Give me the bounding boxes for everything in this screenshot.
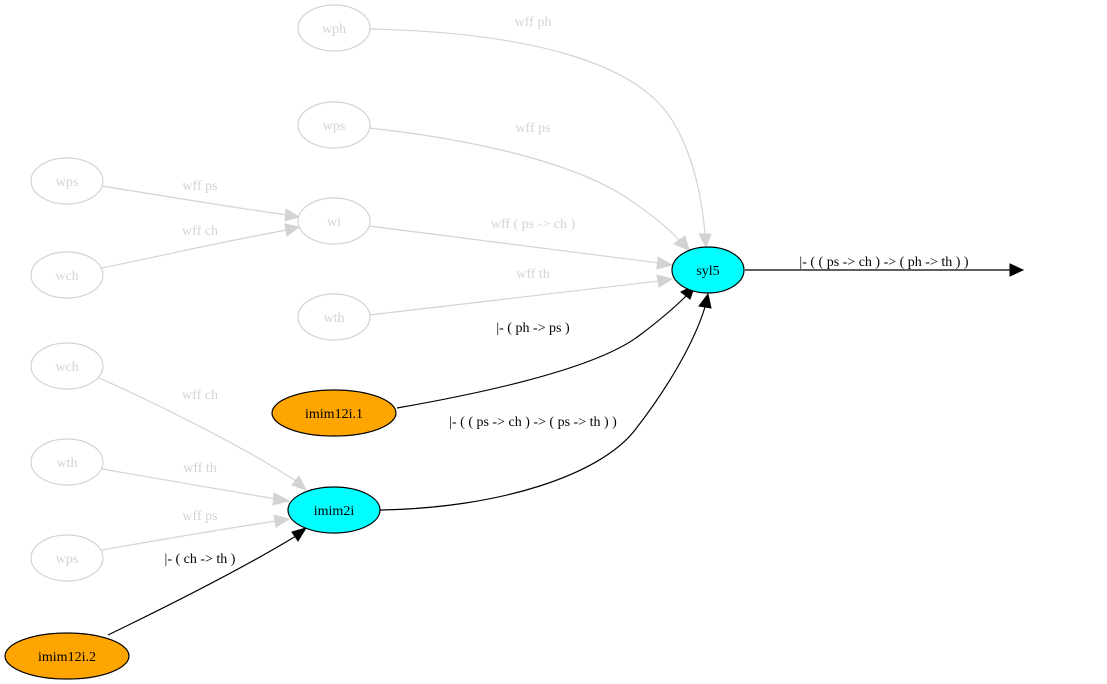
node-wi[interactable]: wi bbox=[297, 197, 371, 245]
edge-label: wff th bbox=[183, 461, 217, 476]
edge-wps-syl5: wff ps bbox=[368, 121, 690, 251]
node-imim12i-1[interactable]: imim12i.1 bbox=[271, 389, 397, 437]
edge-imim12i2-imim2i: |- ( ch -> th ) bbox=[107, 527, 308, 636]
edge-wch-wi: wff ch bbox=[101, 223, 301, 269]
node-wth-mid[interactable]: wth bbox=[297, 293, 371, 341]
node-label: wth bbox=[324, 311, 345, 326]
node-label: wps bbox=[323, 119, 346, 134]
node-label: wps bbox=[56, 175, 79, 190]
edge-label: |- ( ph -> ps ) bbox=[496, 321, 570, 336]
node-label: wps bbox=[56, 552, 79, 567]
edge-wch-imim2i: wff ch bbox=[96, 376, 308, 491]
edge-label: wff ch bbox=[182, 388, 218, 403]
edge-label: wff ps bbox=[182, 179, 217, 194]
edge-wi-syl5: wff ( ps -> ch ) bbox=[368, 217, 674, 270]
edge-label: |- ( ch -> th ) bbox=[165, 552, 236, 567]
node-label: wth bbox=[57, 456, 78, 471]
node-wps-left[interactable]: wps bbox=[30, 157, 104, 205]
edge-label: wff ps bbox=[182, 509, 217, 524]
edge-wth-syl5: wff th bbox=[368, 267, 674, 316]
node-wth-lower[interactable]: wth bbox=[30, 438, 104, 486]
edge-label: |- ( ( ps -> ch ) -> ( ps -> th ) ) bbox=[449, 415, 617, 430]
edge-wps-wi: wff ps bbox=[101, 179, 301, 222]
edge-imim2i-syl5: |- ( ( ps -> ch ) -> ( ps -> th ) ) bbox=[379, 292, 712, 511]
node-imim2i[interactable]: imim2i bbox=[287, 486, 381, 534]
node-label: syl5 bbox=[696, 264, 719, 279]
node-label: wph bbox=[322, 22, 346, 37]
edge-label: wff ps bbox=[515, 121, 550, 136]
edge-label: wff th bbox=[516, 267, 550, 282]
edge-wph-syl5: wff ph bbox=[368, 15, 712, 249]
edge-label: wff ph bbox=[515, 15, 552, 30]
edge-imim12i1-syl5: |- ( ph -> ps ) bbox=[396, 283, 696, 409]
node-label: imim12i.2 bbox=[38, 650, 96, 665]
node-wch-left[interactable]: wch bbox=[30, 251, 104, 299]
node-wps-bottom[interactable]: wps bbox=[30, 534, 104, 582]
node-label: wi bbox=[327, 215, 341, 230]
node-label: imim2i bbox=[314, 504, 355, 519]
edge-label: |- ( ( ps -> ch ) -> ( ph -> th ) ) bbox=[799, 255, 969, 270]
node-label: wch bbox=[55, 269, 78, 284]
node-label: wch bbox=[55, 360, 78, 375]
node-wph[interactable]: wph bbox=[297, 4, 371, 52]
edge-wth-imim2i: wff th bbox=[101, 461, 291, 506]
edge-wps-imim2i: wff ps bbox=[101, 509, 291, 551]
edge-label: wff ( ps -> ch ) bbox=[491, 217, 576, 232]
node-label: imim12i.1 bbox=[305, 407, 363, 422]
edge-syl5-output: |- ( ( ps -> ch ) -> ( ph -> th ) ) bbox=[745, 255, 1025, 277]
node-syl5[interactable]: syl5 bbox=[671, 246, 745, 294]
edge-label: wff ch bbox=[182, 224, 218, 239]
node-wch-lower[interactable]: wch bbox=[30, 342, 104, 390]
node-wps-top[interactable]: wps bbox=[297, 101, 371, 149]
node-imim12i-2[interactable]: imim12i.2 bbox=[4, 632, 130, 680]
